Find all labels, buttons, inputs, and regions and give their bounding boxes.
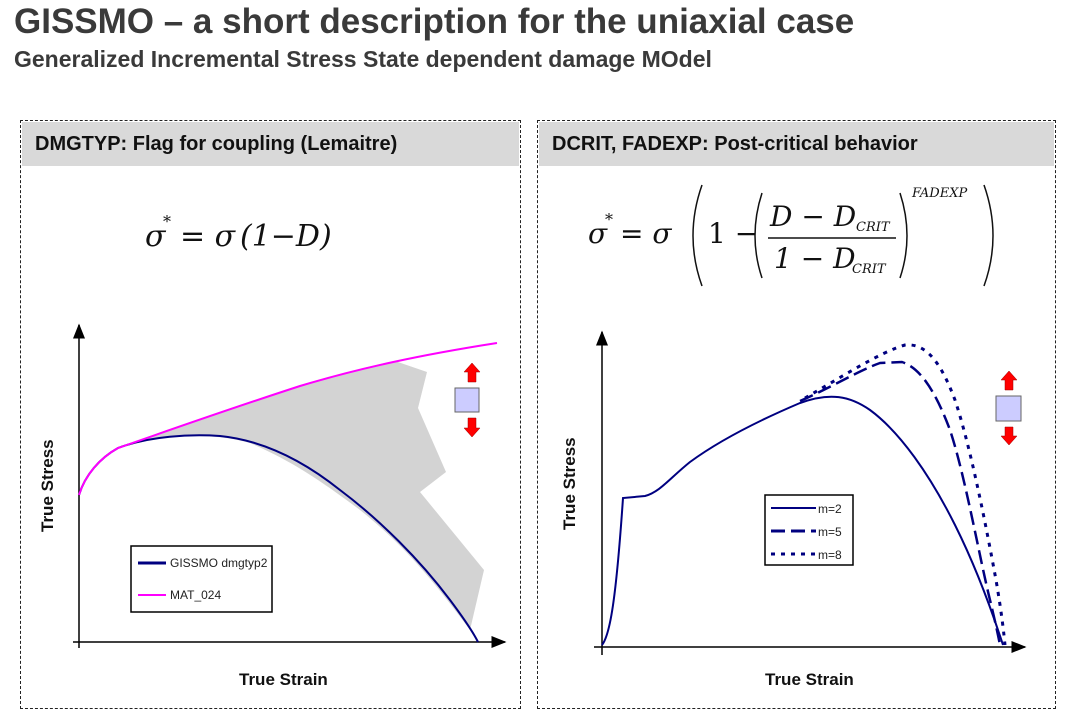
scale-box [995, 395, 1022, 422]
mat024-curve [78, 342, 498, 496]
left-panel-title: DMGTYP: Flag for coupling (Lemaitre) [35, 133, 398, 155]
legend-box [130, 545, 273, 613]
formula-one-minus: 1 − [708, 217, 758, 250]
legend-label-m8: m=8 [818, 548, 842, 562]
left-panel-header: DMGTYP: Flag for coupling (Lemaitre) [22, 122, 519, 166]
formula-numerator: D − D [769, 200, 856, 233]
formula-sub-crit: CRIT [856, 220, 891, 235]
formula-star: * [163, 212, 171, 231]
formula-body: (1−D) [240, 219, 332, 254]
arrow-down-icon [463, 417, 481, 438]
scale-box [454, 387, 480, 413]
arrow-up-icon [463, 362, 481, 383]
legend-label-gissmo: GISSMO dmgtyp2 [170, 556, 268, 570]
x-axis-label: True Strain [765, 670, 854, 689]
legend-label-m5: m=5 [818, 525, 842, 539]
paren-right [899, 192, 908, 279]
paren-left [754, 192, 763, 279]
slide-subtitle: Generalized Incremental Stress State dep… [14, 46, 712, 72]
legend-label-m2: m=2 [818, 502, 842, 516]
right-chart: m=2 m=5 m=8 True Stress True Strain [560, 330, 1027, 689]
curve-m8 [804, 343, 1007, 646]
formula-star: * [605, 210, 613, 229]
y-axis-label: True Stress [560, 437, 579, 530]
difference-area [118, 361, 484, 630]
left-legend: GISSMO dmgtyp2 MAT_024 [130, 545, 273, 613]
left-chart: GISSMO dmgtyp2 MAT_024 True Stress True … [38, 323, 507, 689]
formula-sigma: σ [145, 219, 167, 254]
legend-label-mat024: MAT_024 [170, 588, 221, 602]
x-axis-label: True Strain [239, 670, 328, 689]
formula-sub-crit: CRIT [852, 262, 887, 277]
big-paren-left [692, 184, 703, 287]
left-panel: DMGTYP: Flag for coupling (Lemaitre) [20, 120, 521, 709]
formula-exponent: FADEXP [911, 186, 967, 201]
formula-eq: = σ [620, 217, 672, 250]
right-legend: m=2 m=5 m=8 [764, 494, 854, 566]
arrow-down-icon [1000, 426, 1018, 446]
formula-eq: = σ [180, 219, 237, 254]
big-paren-right [983, 184, 994, 287]
scale-indicator [454, 362, 481, 438]
curve-m5 [799, 360, 1002, 646]
arrow-up-icon [1000, 370, 1018, 391]
slide-title: GISSMO – a short description for the uni… [14, 2, 855, 41]
formula-denominator: 1 − D [774, 242, 856, 275]
right-panel-title: DCRIT, FADEXP: Post-critical behavior [552, 133, 918, 155]
right-panel: DCRIT, FADEXP: Post-critical behavior [537, 120, 1056, 709]
scale-indicator [995, 370, 1022, 446]
right-panel-header: DCRIT, FADEXP: Post-critical behavior [539, 122, 1054, 166]
left-formula: σ * = σ (1−D) [145, 212, 332, 254]
curve-m2 [601, 395, 1004, 646]
right-formula: σ * = σ 1 − D − D CRIT 1 − D CRIT FADEXP [588, 184, 994, 287]
formula-sigma: σ [588, 217, 608, 250]
y-axis-label: True Stress [38, 439, 57, 532]
